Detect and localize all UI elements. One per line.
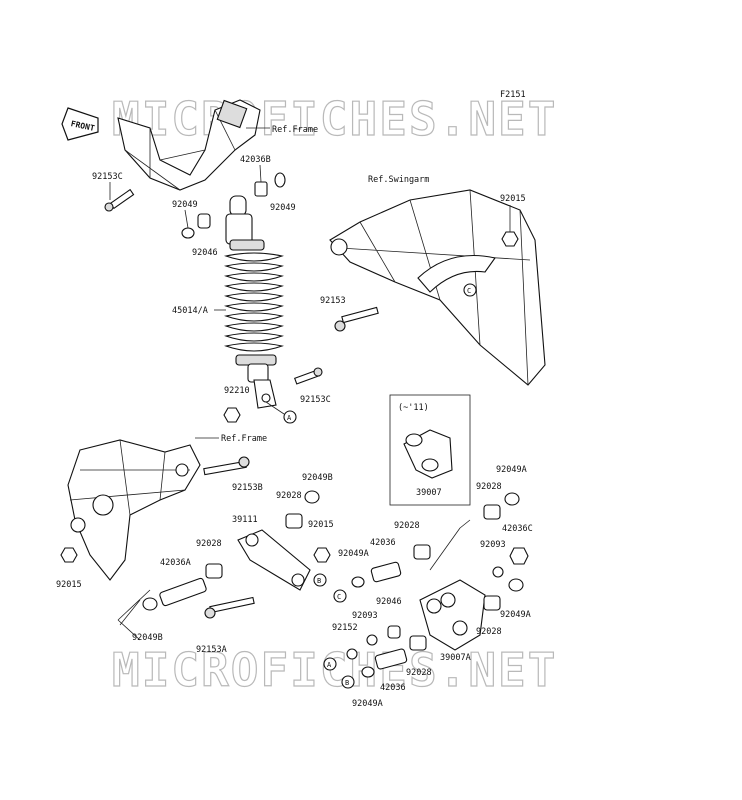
callout-C-swingarm bbox=[463, 283, 477, 297]
nut-92015-mid bbox=[313, 547, 331, 563]
collar-42036C bbox=[509, 547, 529, 565]
sleeve-42036-lower bbox=[374, 648, 408, 670]
bushing-92028-e bbox=[483, 504, 501, 520]
seal-92049A-c bbox=[504, 492, 520, 506]
inset-part: 39007 bbox=[416, 488, 442, 498]
tie-rod-39111 bbox=[237, 529, 311, 591]
label-39007A: 39007A bbox=[440, 653, 471, 663]
label-92028-d: 92028 bbox=[406, 668, 432, 678]
bushing-92028-b bbox=[205, 563, 223, 579]
callout-B-lower-label: B bbox=[345, 679, 349, 687]
callout-B-rod-label: B bbox=[317, 577, 321, 585]
callout-A-lower-label: A bbox=[327, 661, 332, 669]
label-92049-a: 92049 bbox=[172, 200, 198, 210]
bolt-92153A bbox=[204, 596, 255, 619]
bushing-92028-d bbox=[409, 635, 427, 651]
bushing-92046-lower bbox=[387, 625, 401, 639]
label-92049A-a: 92049A bbox=[338, 549, 369, 559]
label-92028-c: 92028 bbox=[394, 521, 420, 531]
shock-absorber-45014A bbox=[223, 195, 285, 409]
label-92015-a: 92015 bbox=[500, 194, 526, 204]
label-39111: 39111 bbox=[232, 515, 258, 525]
label-92210: 92210 bbox=[224, 386, 250, 396]
callout-C-lower bbox=[333, 589, 347, 603]
bushing-92046-upper bbox=[197, 213, 211, 229]
label-42036: 42036 bbox=[370, 538, 396, 548]
label-92152: 92152 bbox=[332, 623, 358, 633]
seal-92049A-d bbox=[508, 578, 524, 592]
label-42036B: 42036B bbox=[240, 155, 271, 165]
label-92046-b: 92046 bbox=[376, 597, 402, 607]
label-92028-a: 92028 bbox=[276, 491, 302, 501]
label-92153C-a: 92153C bbox=[92, 172, 123, 182]
seal-92049A-a bbox=[351, 576, 365, 588]
bushing-92028-f bbox=[483, 595, 501, 611]
watermark-top: MICROFICHES.NET bbox=[112, 92, 557, 146]
bolt-92153B bbox=[203, 456, 250, 476]
frame-lower-drawing bbox=[67, 439, 201, 581]
label-42036C: 42036C bbox=[502, 524, 533, 534]
rocker-39007A bbox=[419, 579, 486, 651]
label-92015-b: 92015 bbox=[308, 520, 334, 530]
sleeve-42036B bbox=[254, 181, 268, 197]
inset-box bbox=[389, 394, 471, 506]
bolt-92153C-top bbox=[104, 188, 135, 212]
seal-92049B-lower bbox=[142, 597, 158, 611]
bolt-92153 bbox=[334, 306, 379, 332]
nut-92210 bbox=[223, 407, 241, 423]
label-92049A-d: 92049A bbox=[500, 610, 531, 620]
callout-A-shock-label: A bbox=[287, 414, 292, 422]
bolt-92153C-lower bbox=[293, 367, 323, 385]
swingarm-drawing bbox=[329, 189, 546, 386]
seal-92049B-upper bbox=[304, 490, 320, 504]
label-92153: 92153 bbox=[320, 296, 346, 306]
label-92153A: 92153A bbox=[196, 645, 227, 655]
seal-92049A-b bbox=[361, 666, 375, 678]
washer-92152 bbox=[346, 648, 358, 660]
washer-92093-b bbox=[492, 566, 504, 578]
label-92093-a: 92093 bbox=[352, 611, 378, 621]
label-92153B: 92153B bbox=[232, 483, 263, 493]
label-92049A-c: 92049A bbox=[496, 465, 527, 475]
label-92028-b: 92028 bbox=[196, 539, 222, 549]
inset-note: (~'11) bbox=[398, 403, 429, 413]
ref-swingarm: Ref.Swingarm bbox=[368, 175, 429, 185]
bushing-92028-a bbox=[285, 513, 303, 529]
callout-B-lower bbox=[341, 675, 355, 689]
label-92093-b: 92093 bbox=[480, 540, 506, 550]
nut-92015-lower bbox=[60, 547, 78, 563]
callout-C-lower-label: C bbox=[337, 593, 341, 601]
label-42036-b: 42036 bbox=[380, 683, 406, 693]
label-45014A: 45014/A bbox=[172, 306, 208, 316]
label-92153C-b: 92153C bbox=[300, 395, 331, 405]
ref-frame-top: Ref.Frame bbox=[272, 125, 318, 135]
label-92049-b: 92049 bbox=[270, 203, 296, 213]
label-92049A-b: 92049A bbox=[352, 699, 383, 709]
watermark-bottom: MICROFICHES.NET bbox=[112, 643, 557, 697]
label-92049B-a: 92049B bbox=[302, 473, 333, 483]
frame-upper-drawing bbox=[117, 99, 261, 191]
front-arrow-icon: FRONT bbox=[61, 107, 99, 141]
nut-92015-swingarm bbox=[501, 231, 519, 247]
figure-code: F2151 bbox=[500, 90, 526, 100]
washer-92093-a bbox=[366, 634, 378, 646]
label-42036A: 42036A bbox=[160, 558, 191, 568]
label-92028-f: 92028 bbox=[476, 627, 502, 637]
ref-frame-bottom: Ref.Frame bbox=[221, 434, 267, 444]
callout-B-rod bbox=[313, 573, 327, 587]
sleeve-42036 bbox=[370, 561, 402, 583]
seal-92049-left bbox=[181, 227, 195, 239]
seal-92049-right bbox=[274, 172, 286, 188]
label-92015-c: 92015 bbox=[56, 580, 82, 590]
sleeve-42036A bbox=[159, 577, 207, 607]
label-92049B-b: 92049B bbox=[132, 633, 163, 643]
callout-A-shock bbox=[283, 410, 297, 424]
bushing-92028-c bbox=[413, 544, 431, 560]
label-92046-a: 92046 bbox=[192, 248, 218, 258]
label-92028-e: 92028 bbox=[476, 482, 502, 492]
callout-A-lower bbox=[323, 657, 337, 671]
callout-C-swingarm-label: C bbox=[467, 287, 471, 295]
